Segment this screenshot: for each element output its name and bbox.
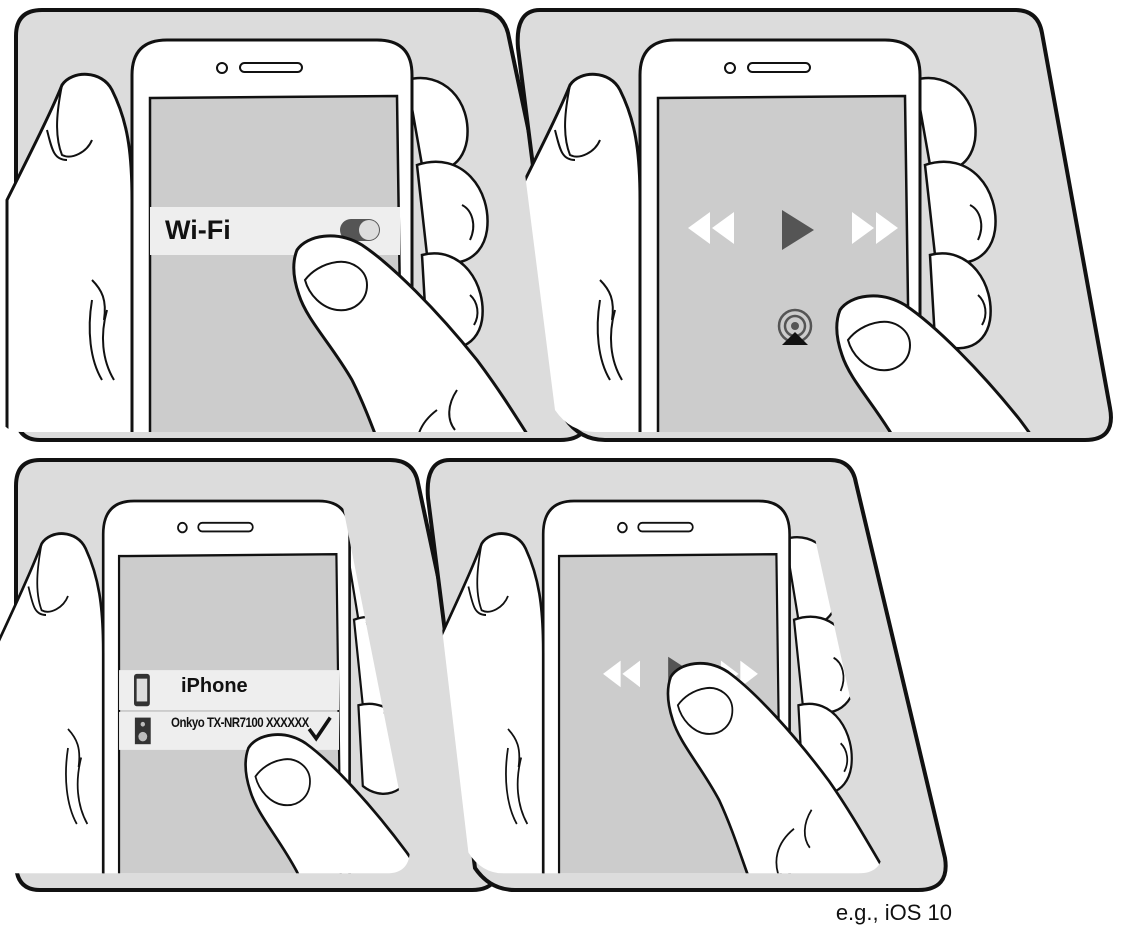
panel-wifi-illustration [5, 8, 590, 442]
checkmark-icon [307, 716, 332, 742]
panel-device-list-step: iPhone Onkyo TX-NR7100 XXXXXX [0, 458, 501, 898]
airplay-icon[interactable] [777, 308, 813, 345]
speaker-icon [134, 717, 151, 745]
rewind-icon[interactable] [603, 660, 640, 688]
panel-playing-step [420, 458, 950, 898]
device-onkyo-label[interactable]: Onkyo TX-NR7100 XXXXXX [171, 714, 309, 730]
panel-wifi-step: Wi-Fi [5, 8, 590, 448]
wifi-toggle-icon[interactable] [340, 219, 380, 241]
wifi-label[interactable]: Wi-Fi [165, 215, 231, 245]
phone-icon [134, 673, 150, 707]
panel-player-illustration [513, 8, 1113, 442]
play-icon[interactable] [782, 210, 814, 250]
panel-device-list-illustration [0, 458, 501, 892]
fast-forward-icon[interactable] [852, 212, 898, 244]
panel-playing-illustration [425, 458, 948, 892]
caption: e.g., iOS 10 [835, 900, 952, 925]
device-iphone-label[interactable]: iPhone [181, 675, 248, 697]
panel-player-step [510, 8, 1115, 448]
rewind-icon[interactable] [688, 212, 734, 244]
